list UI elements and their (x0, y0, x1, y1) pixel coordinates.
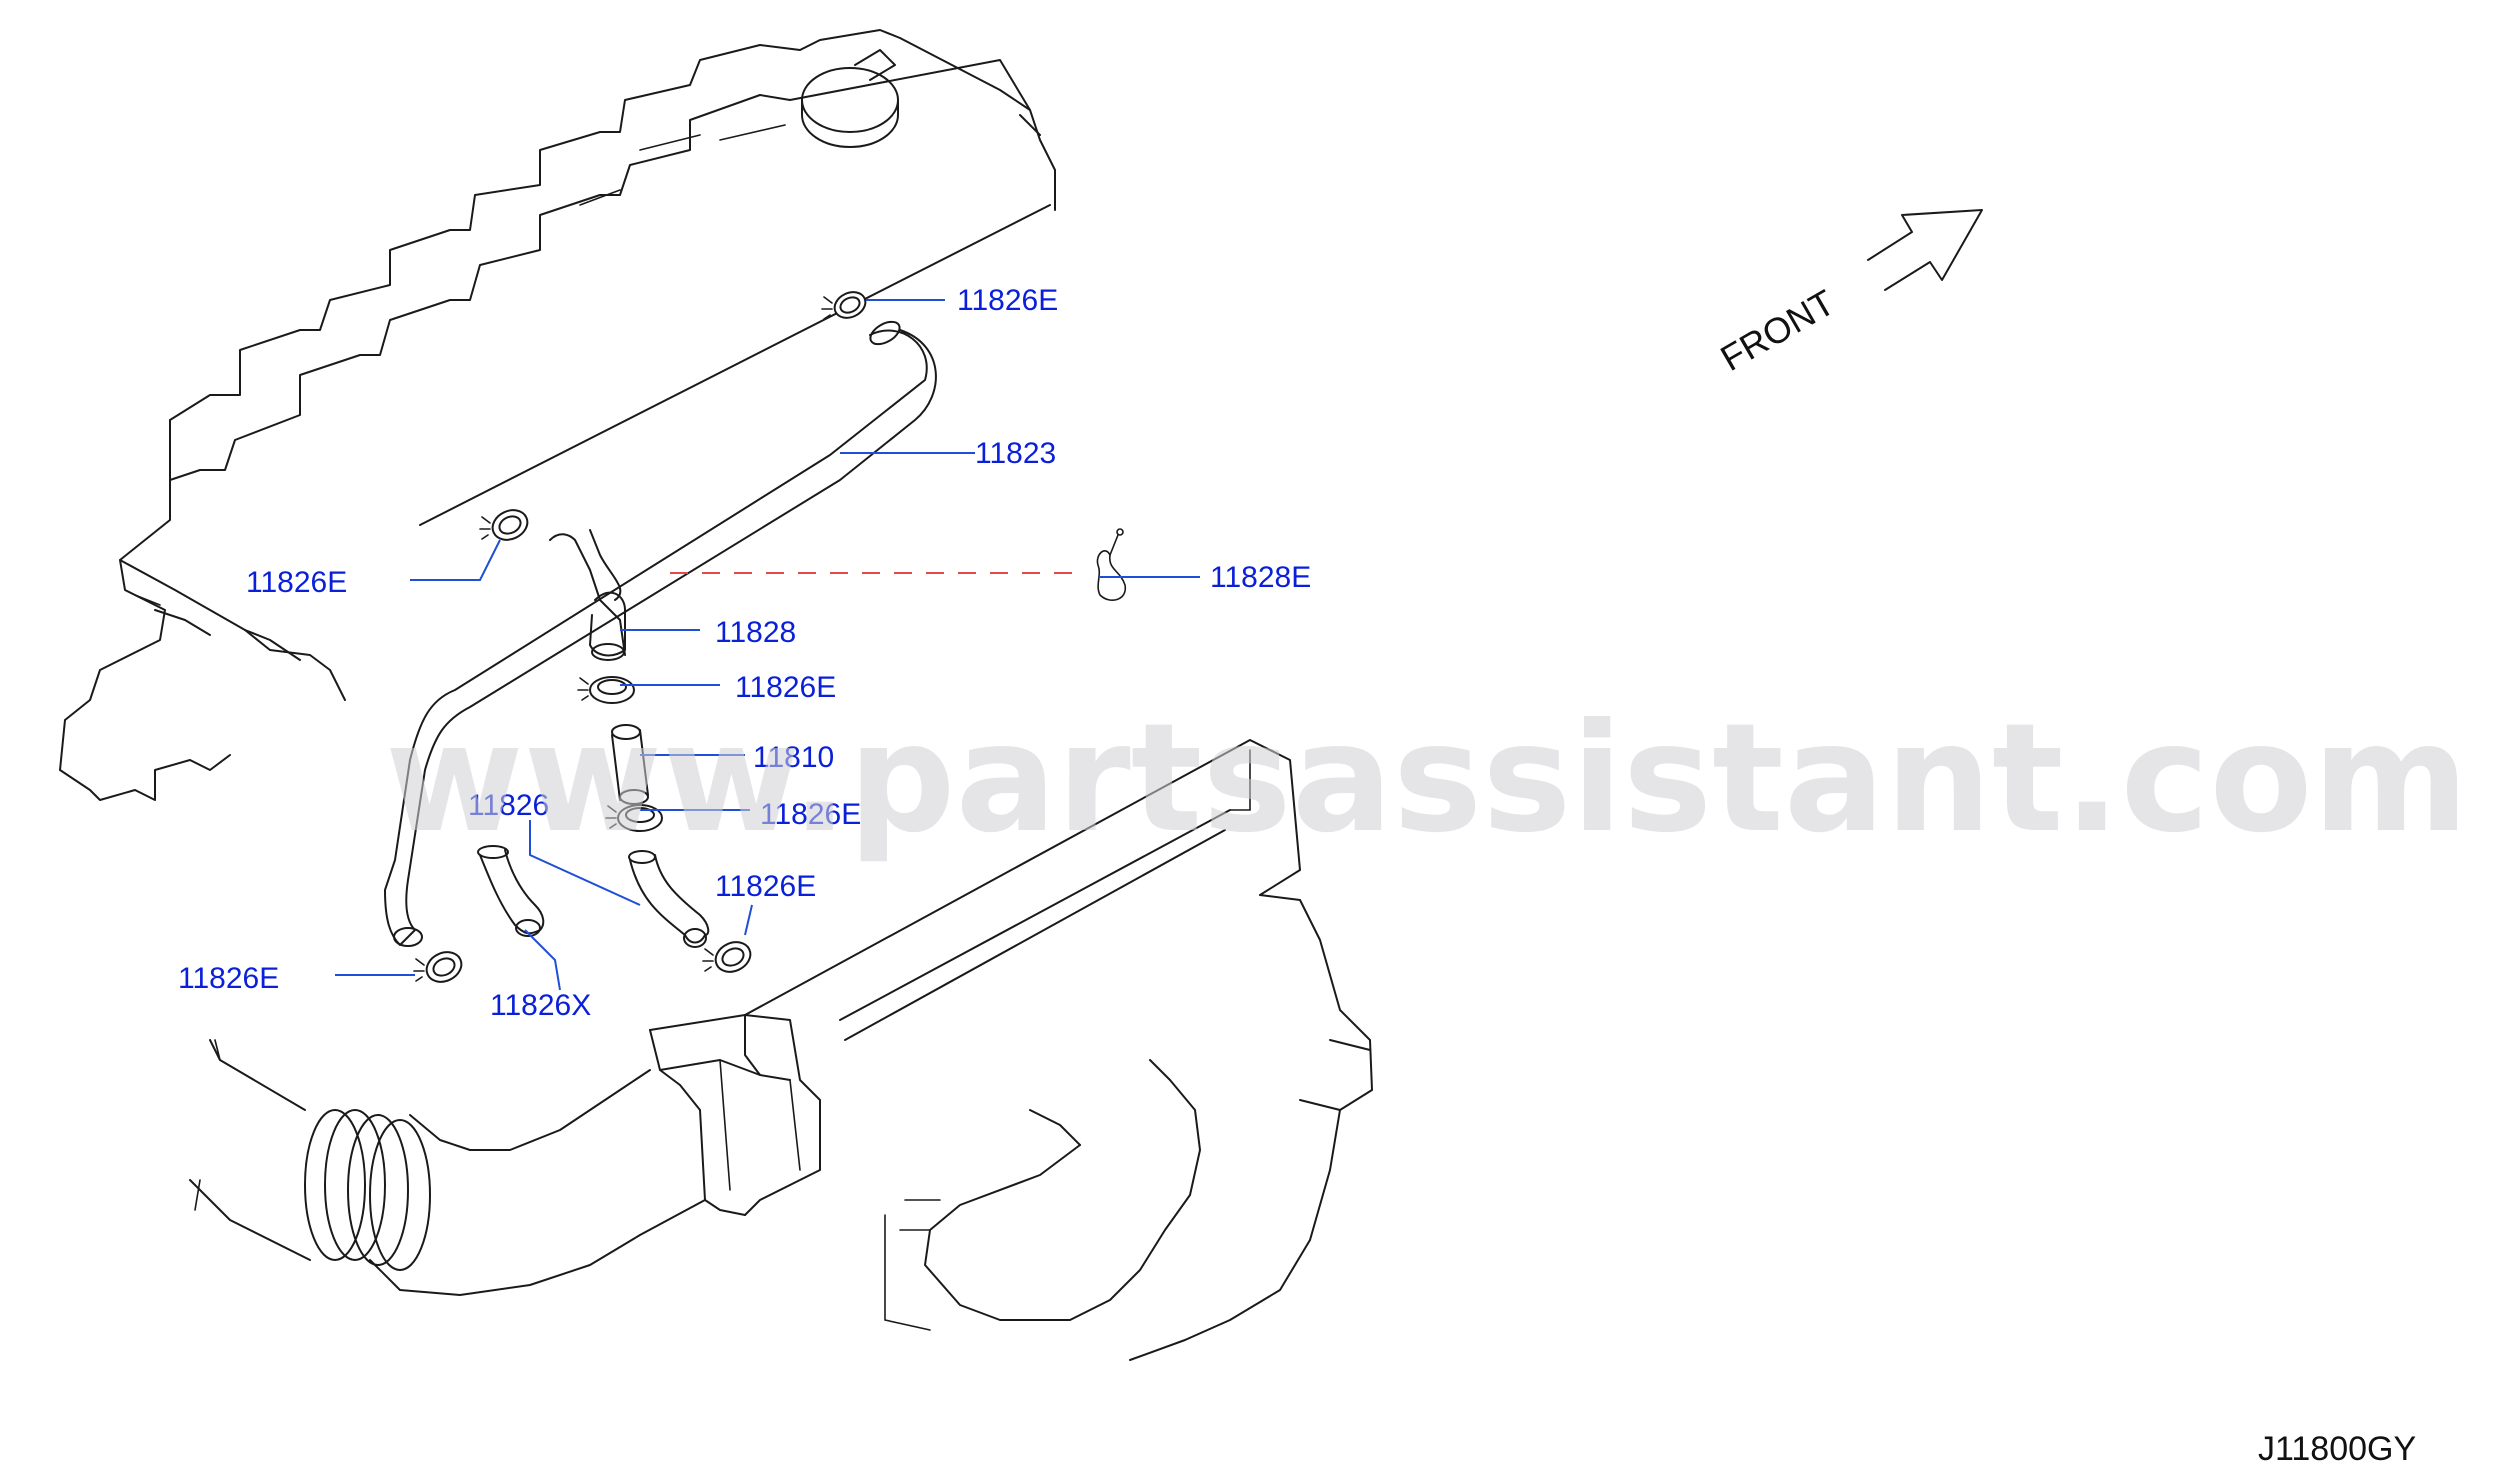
hose-11828 (549, 529, 626, 661)
callout-label: 11826 (468, 789, 549, 822)
callout-label: 11823 (975, 437, 1056, 470)
callout-label: 11826E (246, 566, 347, 599)
callout-label: 11826E (957, 284, 1058, 317)
callout-label: 11826E (760, 798, 861, 831)
hose-11826X (477, 845, 545, 937)
hose-11810 (611, 724, 649, 805)
front-label: FRONT (1714, 281, 1842, 379)
intake-duct-line-art (189, 739, 1373, 1361)
engine-line-art (59, 29, 1056, 801)
hose-clamp-icon (702, 941, 752, 973)
front-arrow-icon (1867, 209, 1983, 291)
callout-label: 11810 (753, 741, 834, 774)
front-direction-indicator: FRONT (1714, 209, 1983, 379)
callout-label: 11828E (1210, 561, 1311, 594)
watermark-text: www.partsassistant.com (385, 692, 2469, 866)
callout-label: 11828 (715, 616, 796, 649)
leader-lines (335, 299, 1200, 991)
callout-label: 11826E (178, 962, 279, 995)
diagram-code: J11800GY (2258, 1430, 2416, 1468)
cap-11828E (1096, 528, 1126, 601)
hose-clamp-icon (605, 804, 663, 832)
hose-clamp-icon (821, 291, 867, 320)
hose-clamp-icon (413, 951, 463, 983)
clamp-icons (413, 291, 867, 983)
callout-label: 11826E (715, 870, 816, 903)
hose-clamp-icon (577, 676, 635, 704)
callout-label: 11826E (735, 671, 836, 704)
hose-clamp-icon (479, 509, 529, 541)
callout-labels: 11826E 11823 11826E 11828E 11828 11826E … (178, 284, 1311, 1022)
oil-filler-cap (801, 49, 899, 148)
callout-label: 11826X (490, 989, 591, 1022)
hose-11826 (628, 850, 710, 948)
hose-11823 (384, 320, 937, 947)
